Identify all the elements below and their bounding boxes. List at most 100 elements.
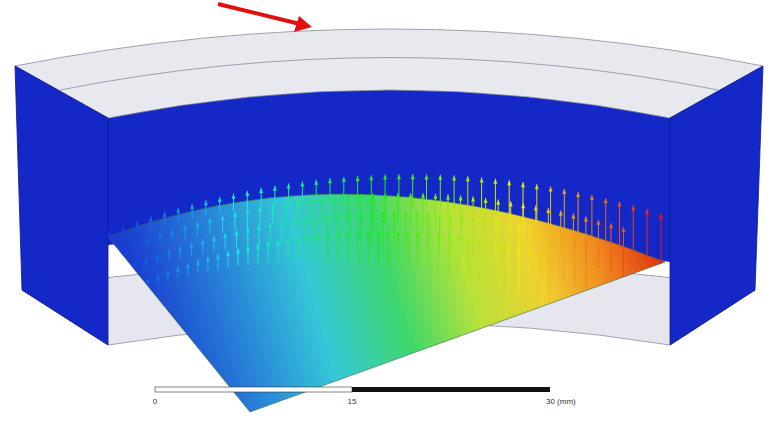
force-arrow <box>660 214 661 264</box>
force-arrow <box>536 184 537 225</box>
force-arrowhead <box>539 229 543 234</box>
surface-edge <box>60 58 718 91</box>
top-surface <box>15 29 763 118</box>
force-arrowhead <box>347 213 351 218</box>
force-arrow <box>481 177 482 213</box>
force-arrowhead <box>396 193 400 198</box>
left-face <box>15 66 108 345</box>
force-arrowhead <box>163 212 167 217</box>
force-arrowhead <box>308 199 312 204</box>
force-arrow <box>647 209 648 258</box>
force-arrowhead <box>236 249 240 254</box>
force-arrowhead <box>196 260 200 265</box>
force-arrowhead <box>186 263 190 268</box>
force-arrowhead <box>487 240 491 245</box>
force-arrowhead <box>376 230 380 235</box>
force-arrow <box>578 192 579 236</box>
force-arrow <box>462 216 463 254</box>
force-arrow <box>573 213 574 259</box>
force-arrowhead <box>421 193 425 198</box>
force-arrow <box>548 208 549 252</box>
force-arrowhead <box>549 187 553 192</box>
force-arrowhead <box>446 195 450 200</box>
force-arrowhead <box>370 212 374 217</box>
force-arrowhead <box>397 174 401 179</box>
force-arrow <box>528 249 529 297</box>
force-arrowhead <box>452 175 456 180</box>
force-arrowhead <box>176 208 180 213</box>
force-arrow <box>438 233 439 272</box>
force-arrow <box>418 232 419 268</box>
force-arrowhead <box>178 246 182 251</box>
force-arrowhead <box>459 195 463 200</box>
scale-label: 15 <box>348 398 357 406</box>
force-arrowhead <box>460 216 464 221</box>
force-arrowhead <box>537 251 541 256</box>
force-arrowhead <box>425 174 429 179</box>
force-arrowhead <box>216 254 220 259</box>
force-arrowhead <box>359 213 363 218</box>
force-arrowhead <box>467 237 471 242</box>
force-arrowhead <box>509 201 513 206</box>
force-arrowhead <box>457 235 461 240</box>
force-arrowhead <box>527 249 531 254</box>
scale-bar-white <box>155 387 352 392</box>
force-arrowhead <box>133 242 137 247</box>
force-arrowhead <box>336 214 340 219</box>
force-arrow <box>468 237 469 279</box>
force-arrowhead <box>466 176 470 181</box>
force-arrowhead <box>550 231 554 236</box>
force-arrowhead <box>156 254 160 259</box>
force-arrowhead <box>576 192 580 197</box>
force-arrowhead <box>195 222 199 227</box>
force-arrowhead <box>449 214 453 219</box>
force-arrowhead <box>356 176 360 181</box>
force-arrowhead <box>534 206 538 211</box>
force-arrowhead <box>590 195 594 200</box>
force-arrowhead <box>287 183 291 188</box>
force-arrowhead <box>226 251 230 256</box>
force-arrowhead <box>342 177 346 182</box>
force-arrowhead <box>427 232 431 237</box>
force-arrow <box>473 217 474 256</box>
force-arrow <box>605 198 606 244</box>
force-arrow <box>509 180 510 219</box>
force-arrow <box>550 187 551 229</box>
force-arrow <box>398 231 399 265</box>
force-arrow <box>598 220 599 268</box>
force-arrow <box>488 240 489 284</box>
force-arrowhead <box>622 227 626 232</box>
force-arrowhead <box>546 208 550 213</box>
force-arrowhead <box>167 250 171 255</box>
force-arrowhead <box>477 238 481 243</box>
force-arrowhead <box>296 237 300 242</box>
force-arrowhead <box>386 230 390 235</box>
force-arrow <box>619 202 620 249</box>
force-arrow <box>498 242 499 287</box>
force-arrow <box>458 235 459 275</box>
force-arrow <box>454 175 455 209</box>
force-arrowhead <box>121 226 125 231</box>
force-arrowhead <box>246 209 250 214</box>
force-arrow <box>484 218 485 258</box>
force-arrowhead <box>517 224 521 229</box>
force-arrowhead <box>208 218 212 223</box>
force-arrowhead <box>434 194 438 199</box>
force-arrow <box>495 179 496 216</box>
force-arrow <box>428 232 429 269</box>
force-arrowhead <box>562 189 566 194</box>
force-arrowhead <box>176 267 180 272</box>
scale-bar-black <box>352 387 550 392</box>
force-arrowhead <box>321 197 325 202</box>
force-arrowhead <box>471 197 475 202</box>
force-arrowhead <box>273 186 277 191</box>
force-arrowhead <box>484 198 488 203</box>
force-arrowhead <box>659 214 663 219</box>
force-arrowhead <box>383 193 387 198</box>
force-arrowhead <box>120 247 124 252</box>
force-arrowhead <box>517 246 521 251</box>
force-arrowhead <box>559 211 563 216</box>
force-arrowhead <box>302 218 306 223</box>
